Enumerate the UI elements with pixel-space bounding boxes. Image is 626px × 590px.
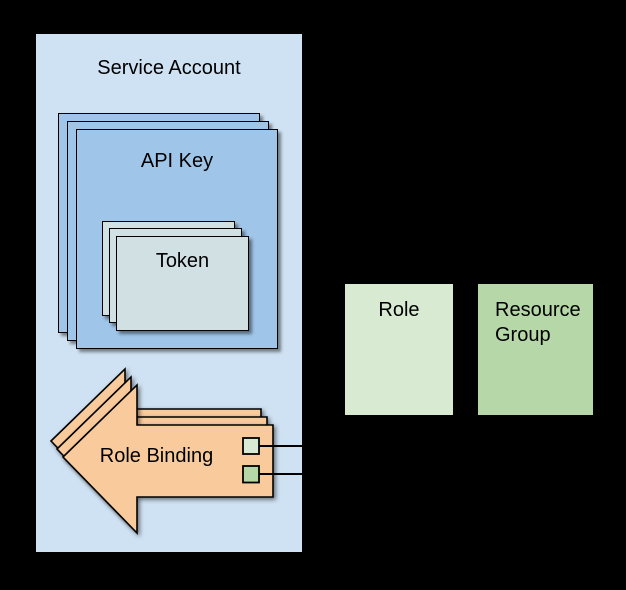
role-card: Role (345, 284, 453, 415)
api-key-label: API Key (140, 150, 214, 172)
resource-group-card: Resource Group (478, 284, 593, 415)
token-label: Token (155, 250, 210, 272)
role-port-square (242, 437, 260, 455)
resource-group-port-square (242, 465, 260, 484)
role-binding-arrow-front (61, 383, 274, 535)
service-account-label: Service Account (97, 57, 241, 79)
resource-group-label: Resource Group (495, 299, 581, 346)
token-card: Token (116, 236, 249, 331)
role-binding-label: Role Binding (99, 445, 214, 467)
role-label: Role (378, 299, 420, 321)
